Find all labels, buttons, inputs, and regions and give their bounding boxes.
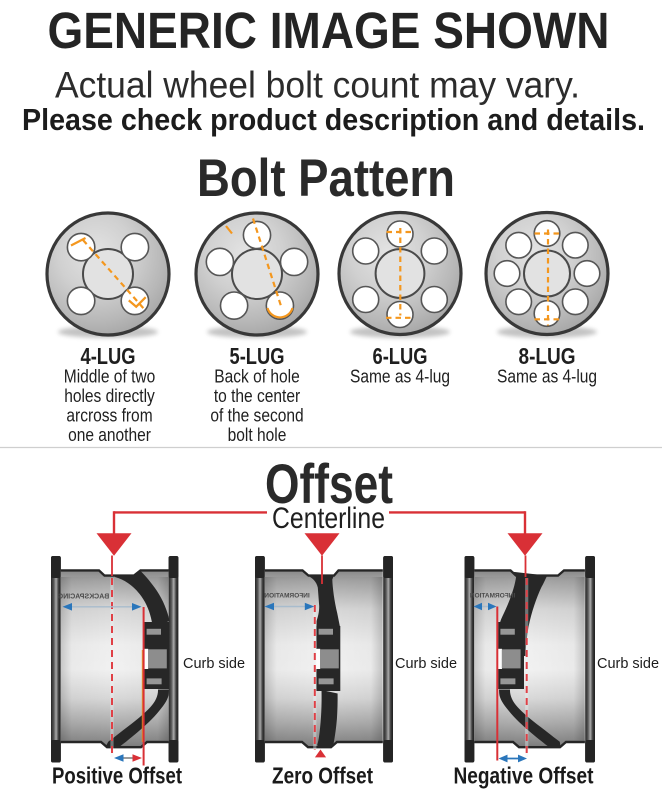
svg-text:holes directly: holes directly bbox=[64, 386, 155, 406]
svg-text:Zero Offset: Zero Offset bbox=[272, 763, 373, 789]
svg-text:Offset: Offset bbox=[265, 452, 393, 515]
svg-text:Curb side: Curb side bbox=[597, 656, 659, 672]
svg-text:GENERIC IMAGE SHOWN: GENERIC IMAGE SHOWN bbox=[48, 2, 610, 59]
svg-text:Actual wheel bolt count may va: Actual wheel bolt count may vary. bbox=[55, 65, 580, 106]
svg-text:Positive Offset: Positive Offset bbox=[52, 763, 182, 789]
svg-text:bolt hole: bolt hole bbox=[228, 425, 287, 445]
svg-text:INFORMATION: INFORMATION bbox=[470, 593, 516, 600]
svg-text:Same as 4-lug: Same as 4-lug bbox=[497, 366, 597, 386]
svg-text:Curb side: Curb side bbox=[183, 656, 245, 672]
svg-text:Curb side: Curb side bbox=[395, 656, 457, 672]
svg-text:INFORMATION: INFORMATION bbox=[264, 593, 310, 600]
svg-text:5-LUG: 5-LUG bbox=[230, 343, 285, 369]
svg-text:BACKSPACING: BACKSPACING bbox=[57, 594, 109, 601]
svg-text:Please check product descripti: Please check product description and det… bbox=[22, 103, 645, 137]
svg-text:4-LUG: 4-LUG bbox=[81, 343, 136, 369]
svg-text:Centerline: Centerline bbox=[272, 502, 385, 535]
svg-text:Back of hole: Back of hole bbox=[214, 366, 299, 386]
svg-text:Same as 4-lug: Same as 4-lug bbox=[350, 366, 450, 386]
svg-text:one another: one another bbox=[68, 425, 151, 445]
svg-text:6-LUG: 6-LUG bbox=[373, 343, 428, 369]
svg-text:Bolt Pattern: Bolt Pattern bbox=[197, 149, 455, 208]
svg-text:Negative Offset: Negative Offset bbox=[454, 763, 594, 789]
svg-text:of the second: of the second bbox=[210, 405, 303, 425]
svg-text:to the center: to the center bbox=[214, 386, 301, 406]
svg-text:arcross from: arcross from bbox=[66, 405, 152, 425]
svg-text:Middle of two: Middle of two bbox=[64, 366, 155, 386]
svg-text:8-LUG: 8-LUG bbox=[519, 343, 576, 369]
